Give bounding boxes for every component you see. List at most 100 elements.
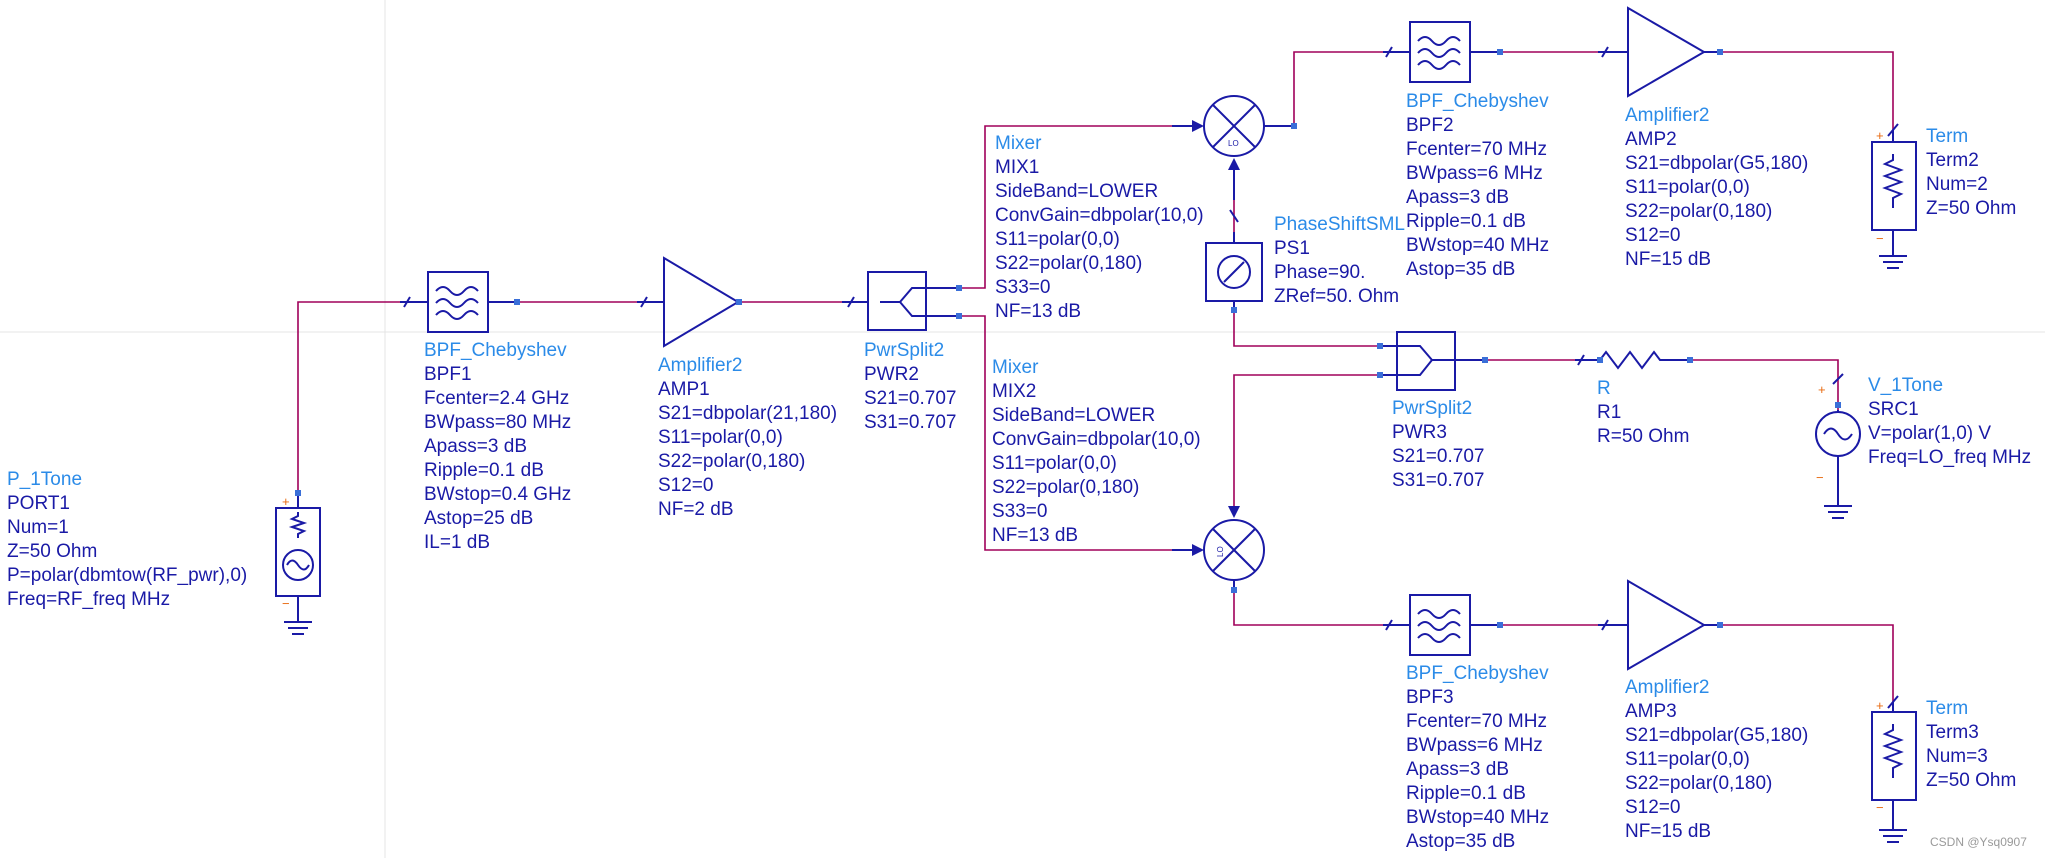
term2-line-1: Num=2: [1926, 174, 1988, 195]
bpf1-line-4: Ripple=0.1 dB: [424, 460, 544, 481]
svg-text:−: −: [1876, 231, 1884, 246]
amp1-line-5: NF=2 dB: [658, 499, 734, 520]
ps1-line-2: ZRef=50. Ohm: [1274, 286, 1399, 307]
amp1-symbol[interactable]: [637, 256, 742, 348]
svg-text:−: −: [1816, 470, 1824, 485]
amp1-line-0: AMP1: [658, 379, 710, 400]
r1-line-0: R1: [1597, 402, 1621, 423]
term3-line-1: Num=3: [1926, 746, 1988, 767]
port1-line-1: Num=1: [7, 517, 69, 538]
bpf1-line-7: IL=1 dB: [424, 532, 490, 553]
term3-line-2: Z=50 Ohm: [1926, 770, 2016, 791]
amp1-line-2: S11=polar(0,0): [658, 427, 783, 448]
pwr2-line-2: S31=0.707: [864, 412, 956, 433]
amp2-type: Amplifier2: [1625, 105, 1709, 126]
amp3-line-4: S12=0: [1625, 797, 1680, 818]
port1-type: P_1Tone: [7, 469, 82, 490]
r1-symbol[interactable]: [1575, 350, 1693, 370]
amp3-symbol[interactable]: [1598, 579, 1723, 671]
amp1-label: Amplifier2 AMP1 S21=dbpolar(21,180) S11=…: [658, 355, 837, 520]
svg-text:+: +: [282, 494, 290, 509]
pwr2-label: PwrSplit2 PWR2 S21=0.707 S31=0.707: [864, 340, 956, 433]
watermark: CSDN @Ysq0907: [1930, 835, 2027, 849]
port1-label: P_1Tone PORT1 Num=1 Z=50 Ohm P=polar(dbm…: [7, 469, 247, 610]
r1-label: R R1 R=50 Ohm: [1597, 378, 1689, 447]
svg-text:LO: LO: [1228, 139, 1239, 148]
mix2-symbol[interactable]: LO: [1172, 506, 1265, 593]
amp2-symbol[interactable]: [1598, 6, 1723, 98]
bpf1-line-2: BWpass=80 MHz: [424, 412, 571, 433]
ps1-symbol[interactable]: [1205, 209, 1263, 313]
port1-line-0: PORT1: [7, 493, 70, 514]
amp2-line-1: S21=dbpolar(G5,180): [1625, 153, 1808, 174]
mix1-line-6: NF=13 dB: [995, 301, 1081, 322]
term2-symbol[interactable]: + −: [1871, 123, 1917, 269]
bpf1-label: BPF_Chebyshev BPF1 Fcenter=2.4 GHz BWpas…: [424, 340, 571, 553]
src1-label: V_1Tone SRC1 V=polar(1,0) V Freq=LO_freq…: [1868, 375, 2031, 468]
term3-label: Term Term3 Num=3 Z=50 Ohm: [1926, 698, 2016, 791]
pwr3-symbol[interactable]: [1377, 331, 1488, 391]
pwr2-symbol[interactable]: [842, 271, 962, 331]
bpf2-line-5: BWstop=40 MHz: [1406, 235, 1549, 256]
bpf2-line-4: Ripple=0.1 dB: [1406, 211, 1526, 232]
bpf3-line-3: Apass=3 dB: [1406, 759, 1509, 780]
amp2-line-3: S22=polar(0,180): [1625, 201, 1772, 222]
bpf3-line-6: Astop=35 dB: [1406, 831, 1515, 852]
amp3-line-2: S11=polar(0,0): [1625, 749, 1750, 770]
bpf2-type: BPF_Chebyshev: [1406, 91, 1549, 112]
wire-pwr2-mix1: [960, 125, 1172, 289]
amp3-type: Amplifier2: [1625, 677, 1709, 698]
mix1-line-5: S33=0: [995, 277, 1050, 298]
src1-line-2: Freq=LO_freq MHz: [1868, 447, 2031, 468]
r1-type: R: [1597, 378, 1611, 399]
wire-pwr2-mix2: [960, 315, 1172, 551]
port1-line-4: Freq=RF_freq MHz: [7, 589, 170, 610]
wire-port1-bpf1: [297, 301, 400, 492]
src1-line-1: V=polar(1,0) V: [1868, 423, 1991, 444]
mix1-symbol[interactable]: LO: [1172, 95, 1297, 200]
bpf3-symbol[interactable]: [1383, 594, 1503, 656]
amp2-label: Amplifier2 AMP2 S21=dbpolar(G5,180) S11=…: [1625, 105, 1808, 270]
bpf3-line-2: BWpass=6 MHz: [1406, 735, 1543, 756]
amp3-line-3: S22=polar(0,180): [1625, 773, 1772, 794]
mix2-line-2: ConvGain=dbpolar(10,0): [992, 429, 1201, 450]
ps1-type: PhaseShiftSML: [1274, 214, 1405, 235]
port1-line-2: Z=50 Ohm: [7, 541, 97, 562]
svg-text:+: +: [1818, 382, 1826, 397]
bpf1-symbol[interactable]: [400, 271, 520, 333]
bpf3-line-1: Fcenter=70 MHz: [1406, 711, 1547, 732]
pwr3-line-2: S31=0.707: [1392, 470, 1484, 491]
amp3-line-1: S21=dbpolar(G5,180): [1625, 725, 1808, 746]
amp2-line-0: AMP2: [1625, 129, 1677, 150]
mix2-line-6: NF=13 dB: [992, 525, 1078, 546]
term2-type: Term: [1926, 126, 1968, 147]
bpf2-symbol[interactable]: [1383, 21, 1503, 83]
bpf1-line-5: BWstop=0.4 GHz: [424, 484, 571, 505]
wire-amp3-term3: [1720, 624, 1894, 702]
bpf2-line-2: BWpass=6 MHz: [1406, 163, 1543, 184]
bpf1-line-3: Apass=3 dB: [424, 436, 527, 457]
mix2-line-3: S11=polar(0,0): [992, 453, 1117, 474]
bpf3-line-4: Ripple=0.1 dB: [1406, 783, 1526, 804]
amp1-line-1: S21=dbpolar(21,180): [658, 403, 837, 424]
amp1-type: Amplifier2: [658, 355, 742, 376]
amp2-line-5: NF=15 dB: [1625, 249, 1711, 270]
bpf3-label: BPF_Chebyshev BPF3 Fcenter=70 MHz BWpass…: [1406, 663, 1549, 852]
bpf3-type: BPF_Chebyshev: [1406, 663, 1549, 684]
svg-text:+: +: [1876, 128, 1884, 143]
pwr2-line-1: S21=0.707: [864, 388, 956, 409]
wire-pwr3-mix2-lo: [1233, 374, 1380, 506]
src1-symbol[interactable]: + −: [1815, 373, 1861, 519]
ps1-line-0: PS1: [1274, 238, 1310, 259]
term3-symbol[interactable]: + −: [1871, 695, 1917, 843]
mix1-line-2: ConvGain=dbpolar(10,0): [995, 205, 1204, 226]
mix1-line-3: S11=polar(0,0): [995, 229, 1120, 250]
wire-ps1-pwr3: [1233, 310, 1380, 347]
wires: [297, 51, 1894, 702]
mix1-line-0: MIX1: [995, 157, 1039, 178]
ps1-line-1: Phase=90.: [1274, 262, 1365, 283]
mix2-line-1: SideBand=LOWER: [992, 405, 1155, 426]
port1-symbol[interactable]: + −: [275, 490, 321, 635]
bpf2-line-6: Astop=35 dB: [1406, 259, 1515, 280]
